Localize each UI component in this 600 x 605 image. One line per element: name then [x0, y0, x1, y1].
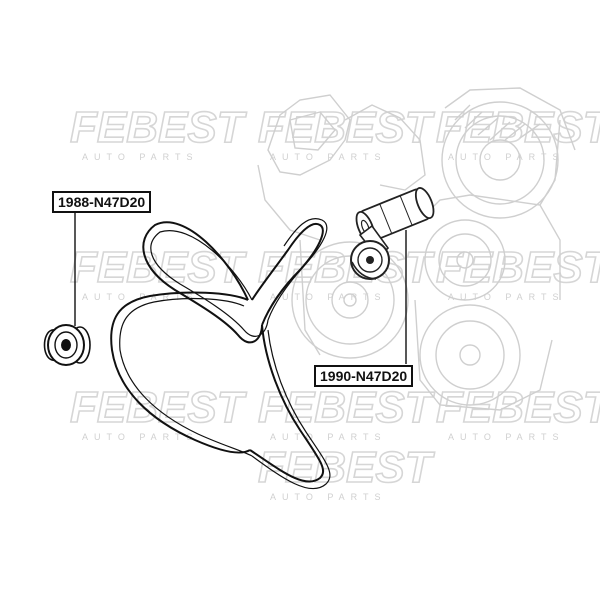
watermark-tagline: AUTO PARTS	[448, 292, 565, 302]
watermark-brand: FEBEST	[70, 243, 247, 292]
tensioner-assembly	[350, 187, 435, 280]
watermark: FEBEST AUTO PARTS	[69, 102, 247, 162]
serpentine-belt	[110, 218, 331, 490]
watermark: FEBEST AUTO PARTS	[69, 242, 247, 302]
watermark-tagline: AUTO PARTS	[270, 432, 387, 442]
watermark-tagline: AUTO PARTS	[270, 152, 387, 162]
watermark-tagline: AUTO PARTS	[270, 492, 387, 502]
watermark-tagline: AUTO PARTS	[270, 292, 387, 302]
watermark: FEBEST AUTO PARTS	[435, 242, 600, 302]
watermark-tagline: AUTO PARTS	[448, 152, 565, 162]
watermark-tagline: AUTO PARTS	[448, 432, 565, 442]
engine-outline	[257, 87, 576, 411]
watermark-tagline: AUTO PARTS	[82, 292, 199, 302]
part-label-1990[interactable]: 1990-N47D20	[314, 365, 414, 387]
watermark-brand: FEBEST	[436, 383, 600, 432]
watermark-brand: FEBEST	[70, 103, 247, 152]
watermark-tagline: AUTO PARTS	[82, 152, 199, 162]
part-label-1988[interactable]: 1988-N47D20	[52, 191, 152, 213]
watermark-brand: FEBEST	[258, 443, 435, 492]
watermark-brand: FEBEST	[258, 243, 435, 292]
watermark-brand: FEBEST	[436, 103, 600, 152]
idler-pulley	[43, 324, 91, 366]
watermark: FEBEST AUTO PARTS	[69, 382, 247, 442]
watermark-tagline: AUTO PARTS	[82, 432, 199, 442]
watermark: FEBEST AUTO PARTS	[435, 382, 600, 442]
watermark-brand: FEBEST	[70, 383, 247, 432]
watermark: FEBEST AUTO PARTS	[435, 102, 600, 162]
watermark: FEBEST AUTO PARTS	[257, 442, 435, 502]
